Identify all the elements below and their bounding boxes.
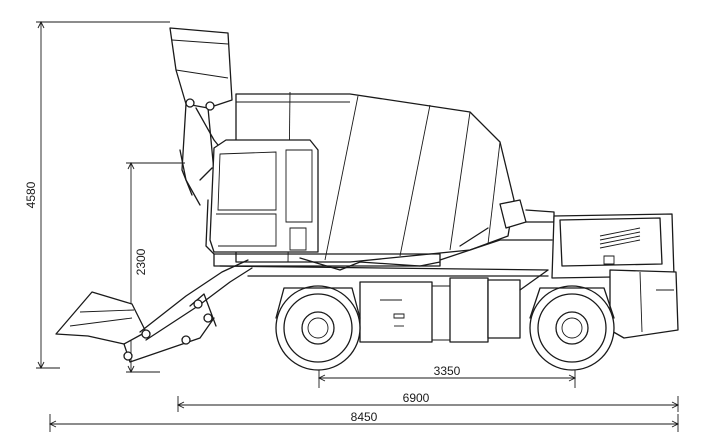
overall-length-label: 8450 (351, 410, 378, 424)
rear-wheel (529, 285, 615, 371)
wheelbase-label: 3350 (434, 364, 461, 378)
dimension-vehicle-length: 6900 (176, 391, 680, 412)
engine-compartment (551, 213, 679, 339)
dimension-bucket-height: 2300 (126, 161, 185, 374)
dimension-total-height: 4580 (24, 20, 170, 370)
dimension-overall-length: 8450 (48, 410, 680, 432)
bucket-height-label: 2300 (134, 248, 148, 275)
dimension-wheelbase: 3350 (317, 364, 577, 388)
cab (199, 139, 319, 255)
front-wheel (275, 285, 361, 371)
engine-grille (599, 227, 641, 249)
loader-arm (123, 259, 253, 363)
loading-bucket (55, 291, 147, 345)
raised-bucket (169, 27, 233, 206)
total-height-label: 4580 (24, 181, 38, 208)
chassis-frame (213, 239, 553, 277)
vehicle-length-label: 6900 (403, 391, 430, 405)
center-tank (359, 269, 549, 343)
